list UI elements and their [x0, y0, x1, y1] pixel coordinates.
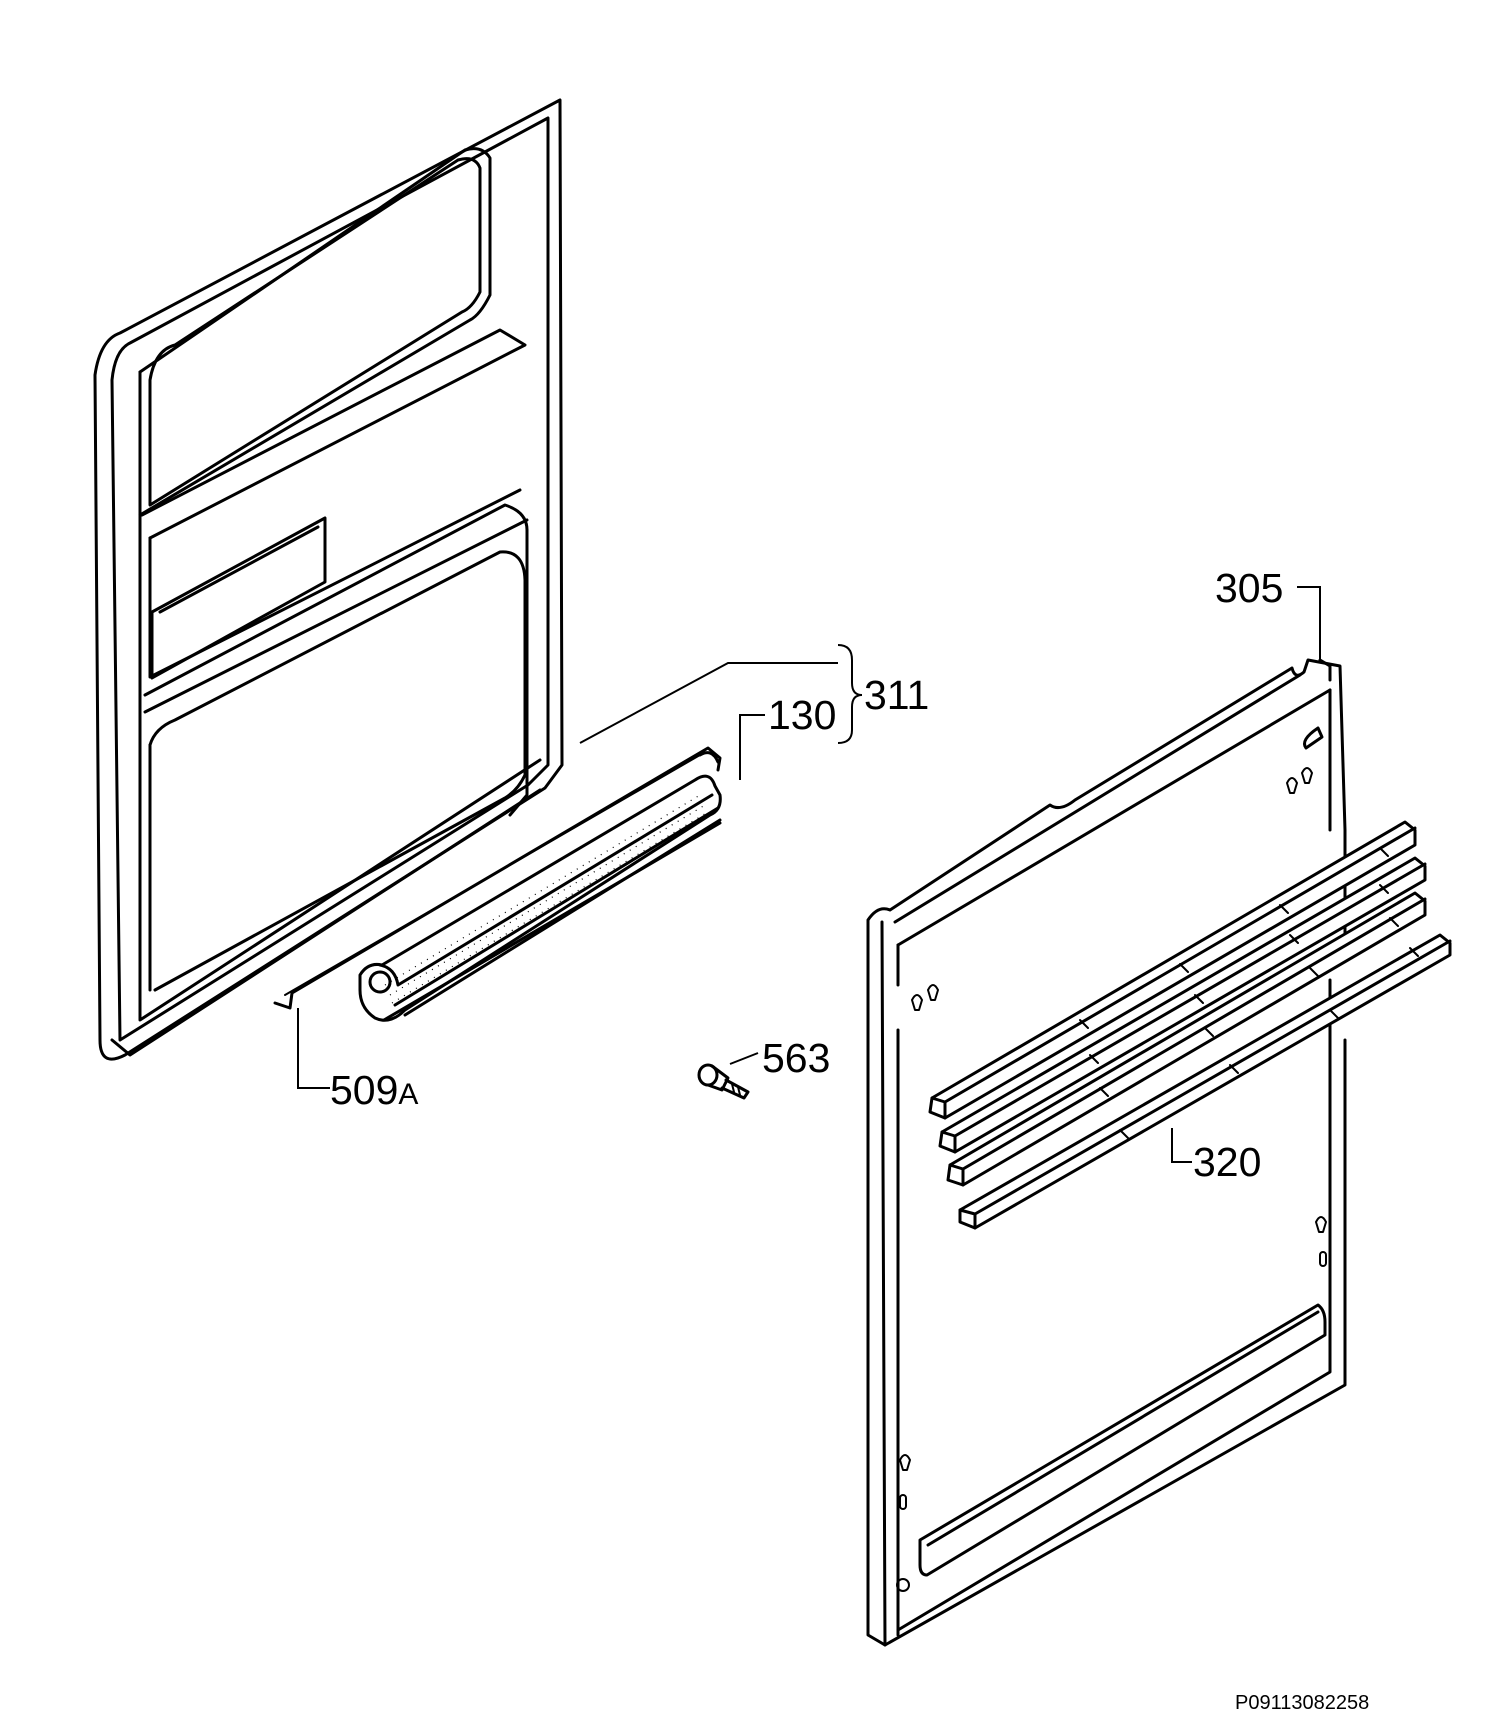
keyhole-slots: [896, 767, 1327, 1592]
drawing-code: P09113082258: [1235, 1692, 1370, 1714]
inner-door-panel: [93, 98, 564, 1061]
label-320: 320: [1193, 1139, 1262, 1185]
outer-door-panel: [866, 658, 1347, 1647]
trim-strips: [928, 820, 1452, 1230]
leader-lines: [297, 586, 1321, 1163]
label-130: 130: [768, 692, 837, 738]
door-seal: [358, 774, 722, 1022]
label-305: 305: [1215, 565, 1284, 611]
label-311: 311: [864, 672, 930, 718]
label-563: 563: [762, 1035, 831, 1081]
screw: [697, 1063, 750, 1100]
label-509a: 509A: [330, 1067, 419, 1113]
door-seal-wire: [273, 746, 722, 1010]
